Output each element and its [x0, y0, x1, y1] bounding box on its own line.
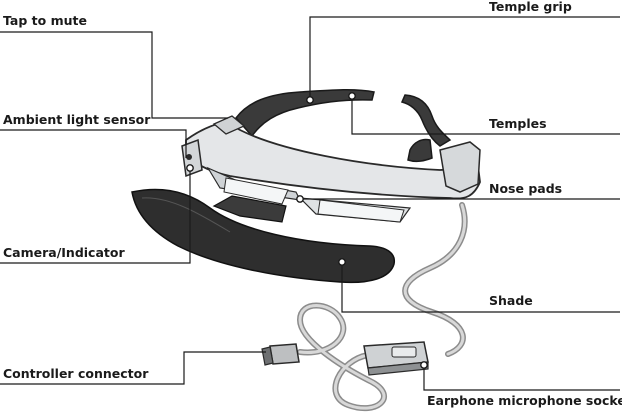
- label-tap-to-mute: Tap to mute: [3, 13, 87, 28]
- controller-connector-plug: [261, 343, 300, 366]
- leader-lines: [0, 16, 620, 391]
- leader-dots: [186, 92, 428, 369]
- leader-shade: [341, 262, 620, 313]
- label-camera-indicator: Camera/Indicator: [3, 245, 125, 260]
- leader-tap-to-mute: [0, 31, 228, 119]
- leader-camera-indicator: [0, 168, 191, 264]
- frame: [181, 115, 481, 223]
- label-ambient-light-sensor: Ambient light sensor: [3, 112, 151, 127]
- temples: [235, 88, 452, 163]
- label-shade: Shade: [489, 293, 533, 308]
- label-temple-grip: Temple grip: [489, 0, 572, 14]
- leader-temple-grip: [309, 16, 620, 100]
- leader-controller-connector: [0, 351, 266, 385]
- label-temples: Temples: [489, 116, 547, 131]
- cable: [296, 202, 468, 412]
- label-earphone-microphone-socket: Earphone microphone socket: [427, 393, 622, 408]
- shade: [131, 188, 396, 284]
- label-nose-pads: Nose pads: [489, 181, 563, 196]
- label-controller-connector: Controller connector: [3, 366, 149, 381]
- leader-ambient-light-sensor: [0, 129, 187, 158]
- leader-earphone-socket: [423, 365, 620, 391]
- earphone-socket-box: [363, 341, 429, 376]
- leader-temples: [351, 96, 620, 135]
